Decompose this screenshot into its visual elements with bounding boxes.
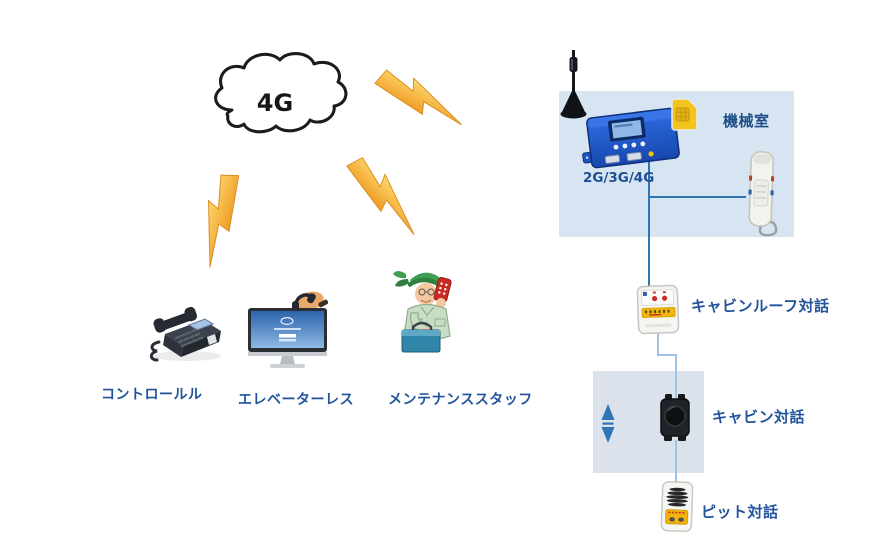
antenna-icon [560, 50, 587, 119]
phone-handset [153, 306, 198, 333]
network-type-label: 2G/3G/4G [583, 170, 655, 186]
machine-room-label: 機械室 [723, 112, 770, 130]
wall-handset-device [748, 151, 778, 237]
lightning-bolt-icon [207, 174, 240, 268]
pit-intercom-device [660, 480, 694, 533]
pit-intercom-label: ピット対話 [701, 503, 779, 521]
lightning-bolt-icon [346, 156, 415, 236]
cabin-roof-intercom-label: キャビンルーフ対話 [691, 297, 830, 315]
gsm-gateway-device [582, 107, 684, 169]
lightning-bolt-icon [374, 69, 462, 126]
maintenance-staff-icon [393, 271, 452, 353]
maintenance-staff-label: メンテナンススタッフ [388, 392, 533, 408]
cabin-roof-intercom-device [636, 284, 680, 335]
sim-card-icon [671, 98, 698, 131]
cabin-intercom-label: キャビン対話 [712, 408, 806, 426]
cabin-intercom-device [660, 394, 690, 441]
cloud-label: 4G [257, 89, 293, 117]
elevator-direction-arrows-icon [601, 404, 615, 443]
network-cloud: 4G [214, 52, 348, 134]
red-phone-icon [433, 277, 452, 303]
monitor-icon [248, 291, 329, 368]
monitor-station-label: エレベーターレス [238, 392, 354, 408]
desk-phone-icon [149, 306, 221, 362]
control-room-label: コントロールル [101, 387, 203, 403]
